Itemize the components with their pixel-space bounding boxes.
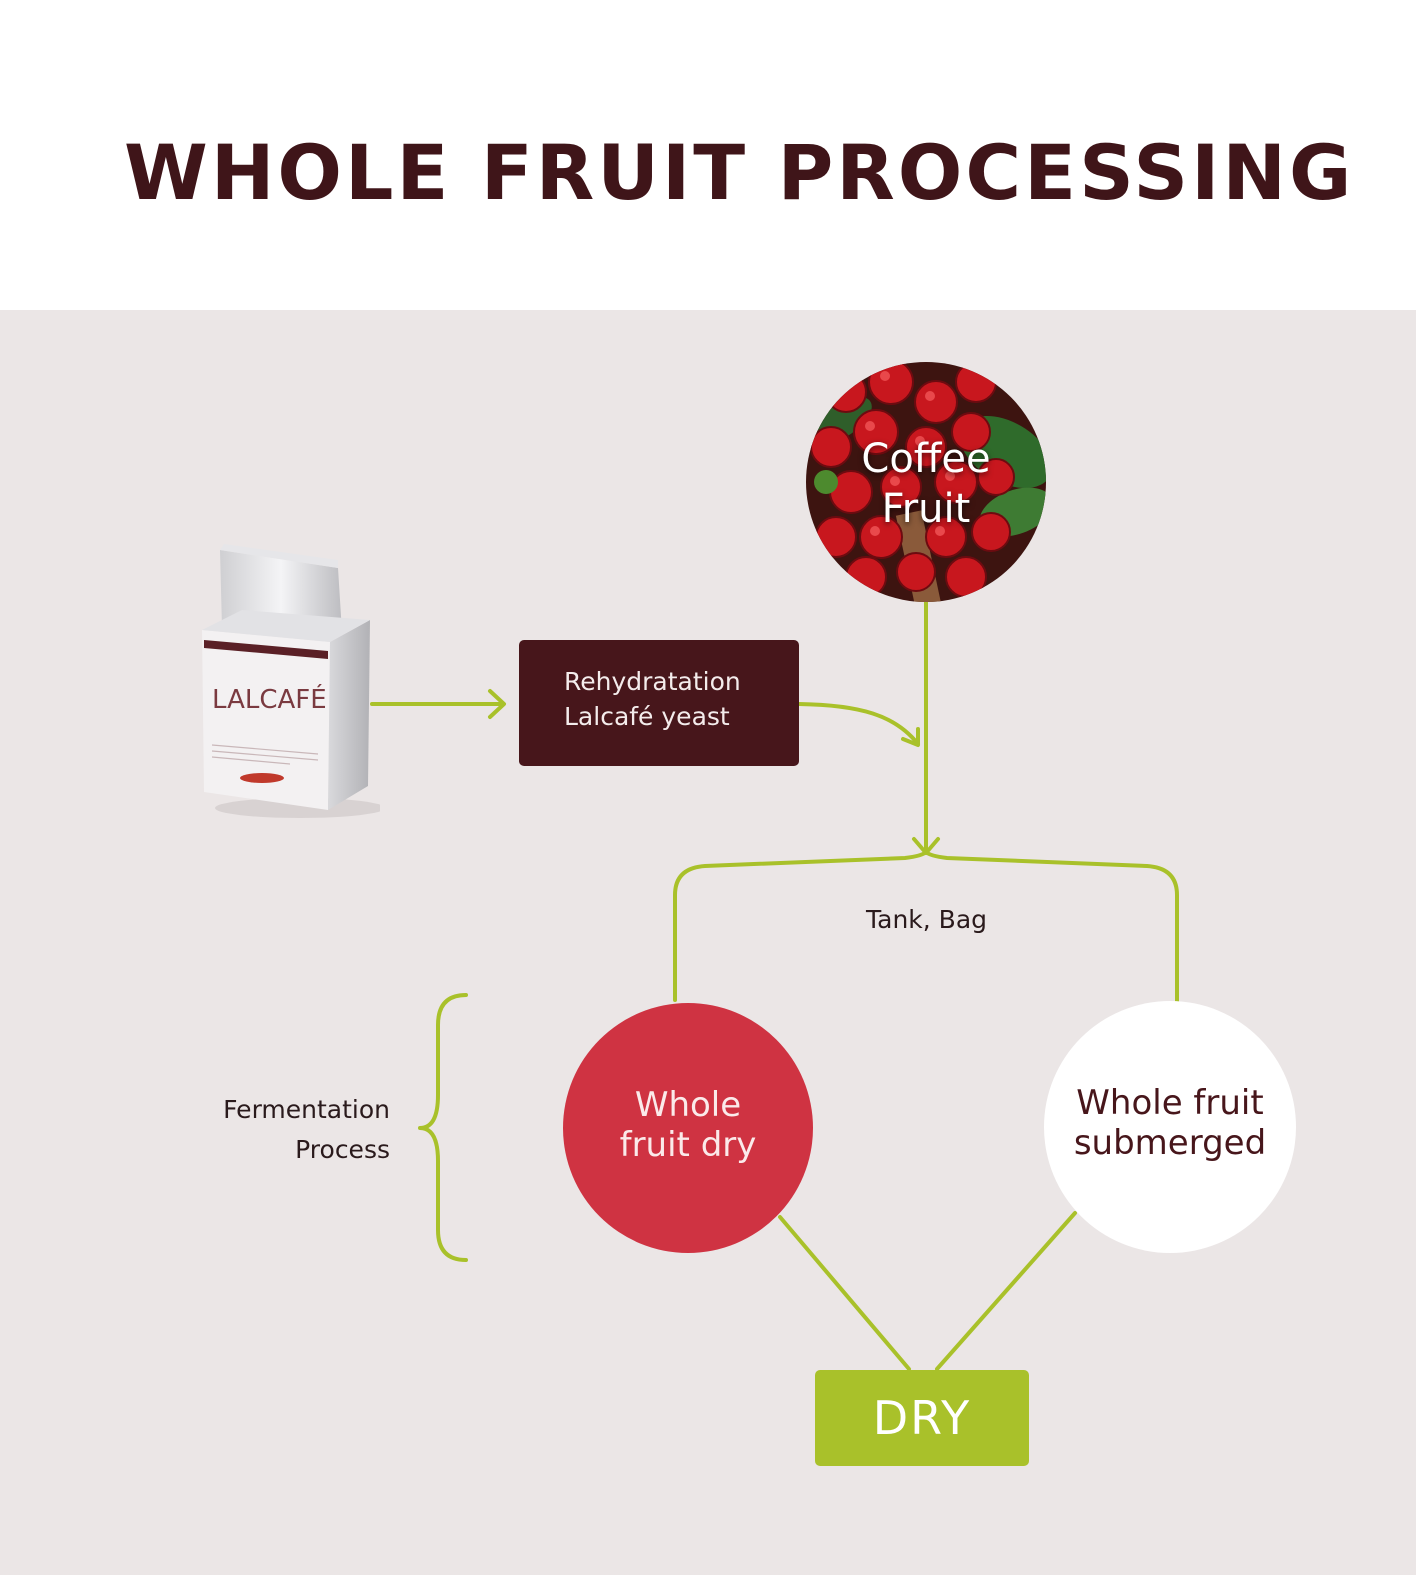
line-submerged-to-final [935,1211,1077,1371]
dry-box: DRY [815,1370,1029,1466]
whole-fruit-dry-circle: Whole fruit dry [563,1003,813,1253]
line-dry-to-final [778,1215,911,1371]
header: WHOLE FRUIT PROCESSING [0,0,1416,310]
page-title: WHOLE FRUIT PROCESSING [124,128,1355,217]
rehydration-box: Rehydratation Lalcafé yeast [519,640,799,766]
whole-fruit-dry-label: Whole fruit dry [563,1085,813,1165]
coffee-fruit-line2: Fruit [881,486,971,532]
fermentation-brace [418,993,468,1262]
split-brace [673,850,1179,1004]
whole-fruit-dry-line2: fruit dry [619,1125,757,1165]
yeast-brand-logo: LALCAFÉ [212,683,327,715]
coffee-cherries-image [806,362,1046,602]
whole-fruit-dry-line1: Whole [634,1085,742,1125]
fermentation-label: Fermentation Process [180,1090,390,1170]
yeast-package-image: LALCAFÉ [190,540,385,822]
fermentation-line1: Fermentation [223,1095,390,1124]
fermentation-line2: Process [295,1135,390,1164]
vessel-label: Tank, Bag [866,905,988,934]
whole-fruit-submerged-label: Whole fruit submerged [1044,1083,1296,1163]
arrowhead-main-join [901,727,920,747]
arrow-rehydration-to-main [797,702,920,746]
rehydration-line2: Lalcafé yeast [564,702,730,731]
coffee-fruit-circle: Coffee Fruit [806,362,1046,602]
coffee-fruit-label: Coffee Fruit [806,434,1046,534]
diagram-panel [0,310,1416,1575]
arrowhead-rehydration [488,689,506,719]
rehydration-line1: Rehydratation [564,667,741,696]
whole-fruit-submerged-line2: submerged [1073,1123,1267,1163]
whole-fruit-submerged-line1: Whole fruit [1076,1083,1264,1123]
whole-fruit-submerged-circle: Whole fruit submerged [1044,1001,1296,1253]
coffee-fruit-line1: Coffee [861,436,991,482]
